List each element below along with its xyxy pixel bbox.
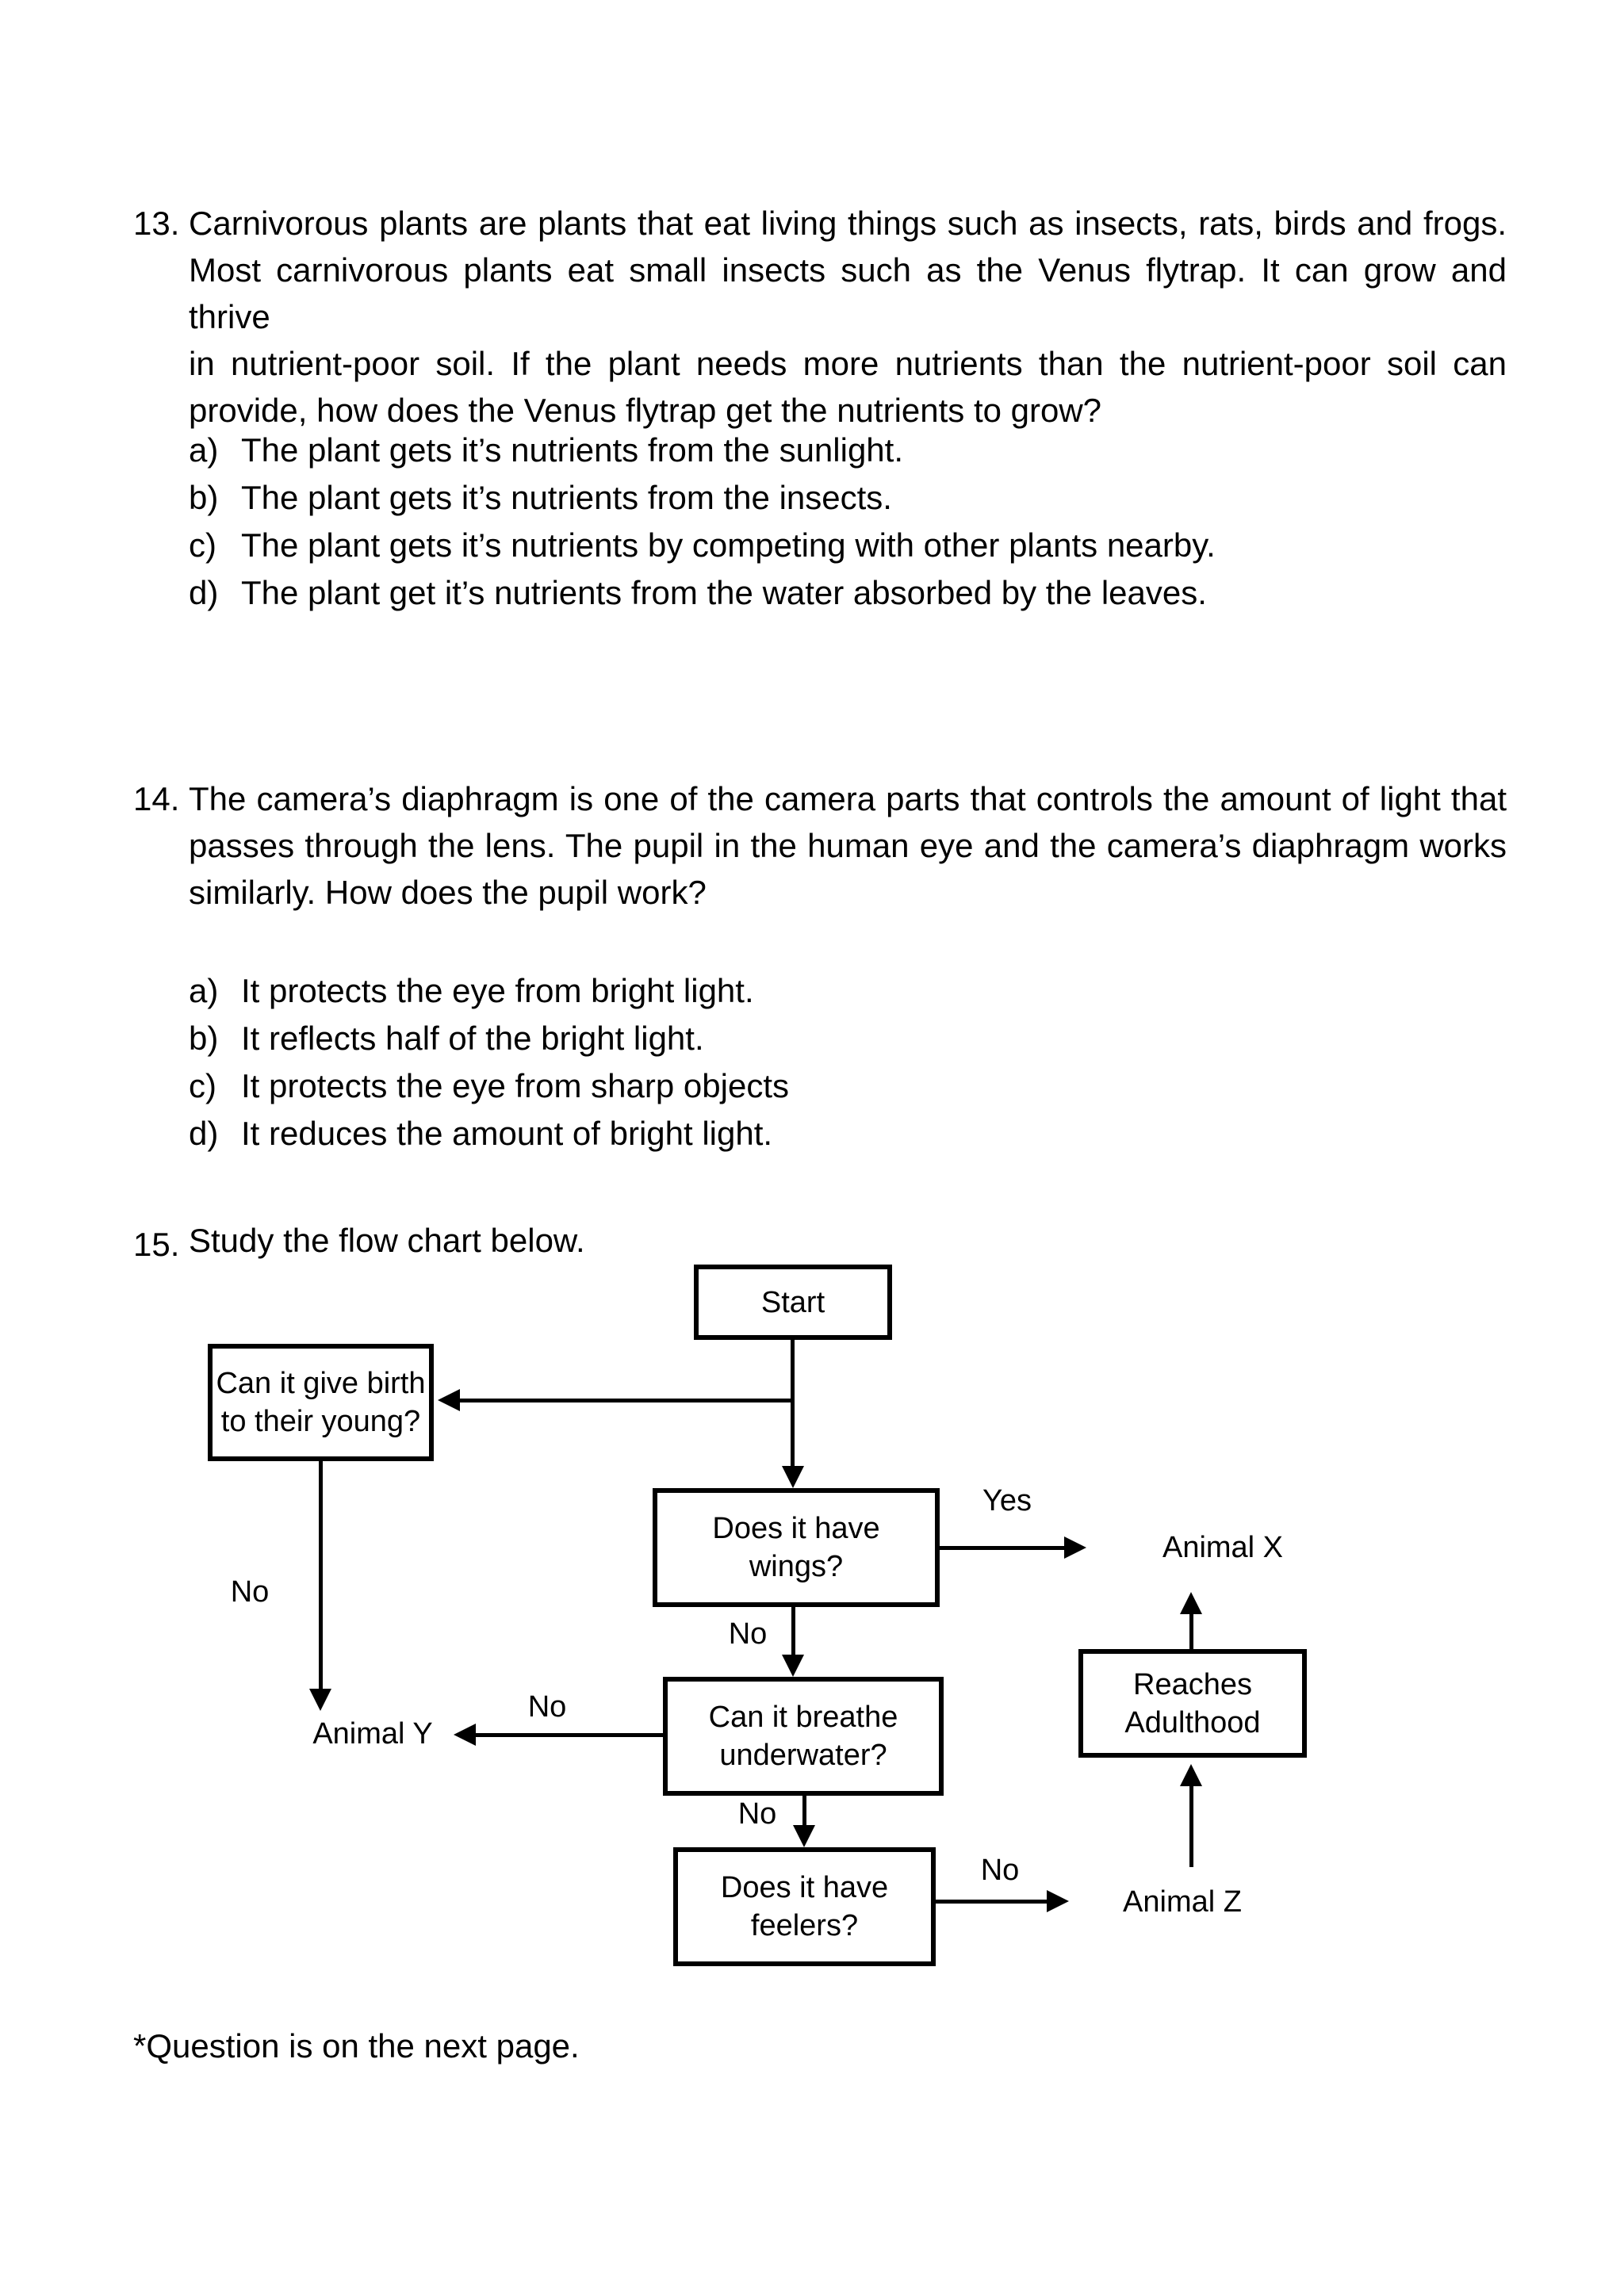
arrowhead-up-into-reaches-icon [1180,1764,1202,1786]
edge-reaches-to-animal-x-line [1189,1614,1193,1649]
question-14-number: 14. [133,780,180,817]
option-text: The plant gets it’s nutrients by competi… [241,526,1216,564]
edge-start-to-wings-line [791,1340,795,1466]
question-14-option-a: a) It protects the eye from bright light. [189,971,1537,1011]
flowchart-box-label: to their young? [220,1405,421,1438]
footnote: *Question is on the next page. [133,2027,580,2064]
option-letter: b) [189,1020,219,1057]
flowchart-box-label: underwater? [719,1739,887,1772]
option-text: It protects the eye from bright light. [241,972,754,1009]
option-text: The plant gets it’s nutrients from the s… [241,431,903,469]
question-13-option-c: c) The plant gets it’s nutrients by compe… [189,526,1537,565]
edge-to-give-birth-line [458,1399,791,1402]
question-14-option-c: c) It protects the eye from sharp objects [189,1066,1537,1106]
arrowhead-down-into-wings-icon [782,1466,804,1488]
question-13-text: Carnivorous plants are plants that eat l… [189,200,1507,434]
arrowhead-down-into-breathe-icon [782,1655,804,1677]
edge-breathe-no-line [474,1733,663,1737]
option-letter: b) [189,479,219,516]
edge-animal-z-to-reaches-line [1189,1786,1193,1867]
edge-label-no: No [230,1575,270,1609]
question-13-line-2: Most carnivorous plants eat small insect… [189,251,1507,335]
flowchart-breathe-underwater-box: Can it breathe underwater? [663,1677,944,1796]
question-13-option-d: d) The plant get it’s nutrients from the … [189,573,1537,613]
question-14-line-3: similarly. How does the pupil work? [189,874,707,911]
flowchart-start-box: Start [694,1265,892,1340]
flowchart-box-label: Can it breathe [708,1701,898,1734]
edge-label-no: No [728,1617,768,1651]
flowchart-reaches-adulthood-box: Reaches Adulthood [1078,1649,1307,1758]
edge-give-birth-no-line [319,1461,323,1689]
option-letter: c) [189,526,216,564]
question-13-option-a: a) The plant gets it’s nutrients from the… [189,430,1537,470]
arrowhead-left-into-give-birth-icon [438,1389,460,1411]
question-14-option-b: b) It reflects half of the bright light. [189,1019,1537,1058]
flowchart-box-label: Does it have [720,1871,889,1904]
flowchart-box-label: Reaches [1133,1667,1252,1701]
edge-wings-no-line [791,1607,795,1655]
question-13-line-1: Carnivorous plants are plants that eat l… [189,205,1507,242]
arrowhead-up-toward-animal-x-icon [1180,1592,1202,1614]
question-14-option-d: d) It reduces the amount of bright light. [189,1114,1537,1154]
edge-wings-yes-line [940,1546,1064,1550]
question-14-line-1: The camera’s diaphragm is one of the cam… [189,780,1507,817]
flowchart-box-label: Start [760,1285,825,1319]
option-text: The plant get it’s nutrients from the wa… [241,574,1207,611]
animal-z-label: Animal Z [1123,1885,1242,1919]
question-15-number: 15. [133,1226,180,1263]
question-14-line-2: passes through the lens. The pupil in th… [189,827,1507,864]
question-13-line-4: provide, how does the Venus flytrap get … [189,392,1102,429]
question-13-line-3: in nutrient-poor soil. If the plant need… [189,345,1507,382]
arrowhead-left-into-animal-y-icon [454,1724,476,1746]
option-letter: d) [189,574,219,611]
flowchart-feelers-box: Does it have feelers? [673,1847,936,1966]
flowchart-box-label: feelers? [750,1909,859,1942]
arrowhead-right-toward-animal-z-icon [1047,1890,1069,1912]
option-text: It protects the eye from sharp objects [241,1067,789,1104]
animal-x-label: Animal X [1162,1531,1284,1564]
option-letter: a) [189,972,219,1009]
flowchart-box-label: Adulthood [1124,1705,1261,1739]
question-14-text: The camera’s diaphragm is one of the cam… [189,775,1507,916]
option-text: It reflects half of the bright light. [241,1020,704,1057]
edge-label-no: No [737,1797,777,1831]
arrowhead-down-into-feelers-icon [793,1825,815,1847]
arrowhead-right-toward-animal-x-icon [1064,1536,1086,1559]
edge-breathe-down-no-line [802,1796,806,1825]
option-letter: c) [189,1067,216,1104]
flowchart-box-label: Can it give birth [216,1367,426,1400]
question-13-option-b: b) The plant gets it’s nutrients from the… [189,478,1537,518]
flowchart-box-label: wings? [749,1550,844,1583]
arrowhead-down-into-animal-y-icon [309,1689,331,1711]
option-letter: a) [189,431,219,469]
edge-label-no: No [527,1690,567,1724]
option-text: The plant gets it’s nutrients from the i… [241,479,892,516]
option-text: It reduces the amount of bright light. [241,1115,773,1152]
edge-label-yes: Yes [982,1484,1032,1517]
question-13-number: 13. [133,205,180,242]
flowchart-box-label: Does it have [712,1512,880,1545]
question-15-text: Study the flow chart below. [189,1222,585,1259]
flowchart-give-birth-box: Can it give birth to their young? [208,1344,434,1461]
edge-feelers-no-line [936,1900,1047,1904]
animal-y-label: Animal Y [312,1717,433,1751]
option-letter: d) [189,1115,219,1152]
edge-label-no: No [980,1854,1020,1887]
flowchart-wings-box: Does it have wings? [653,1488,940,1607]
